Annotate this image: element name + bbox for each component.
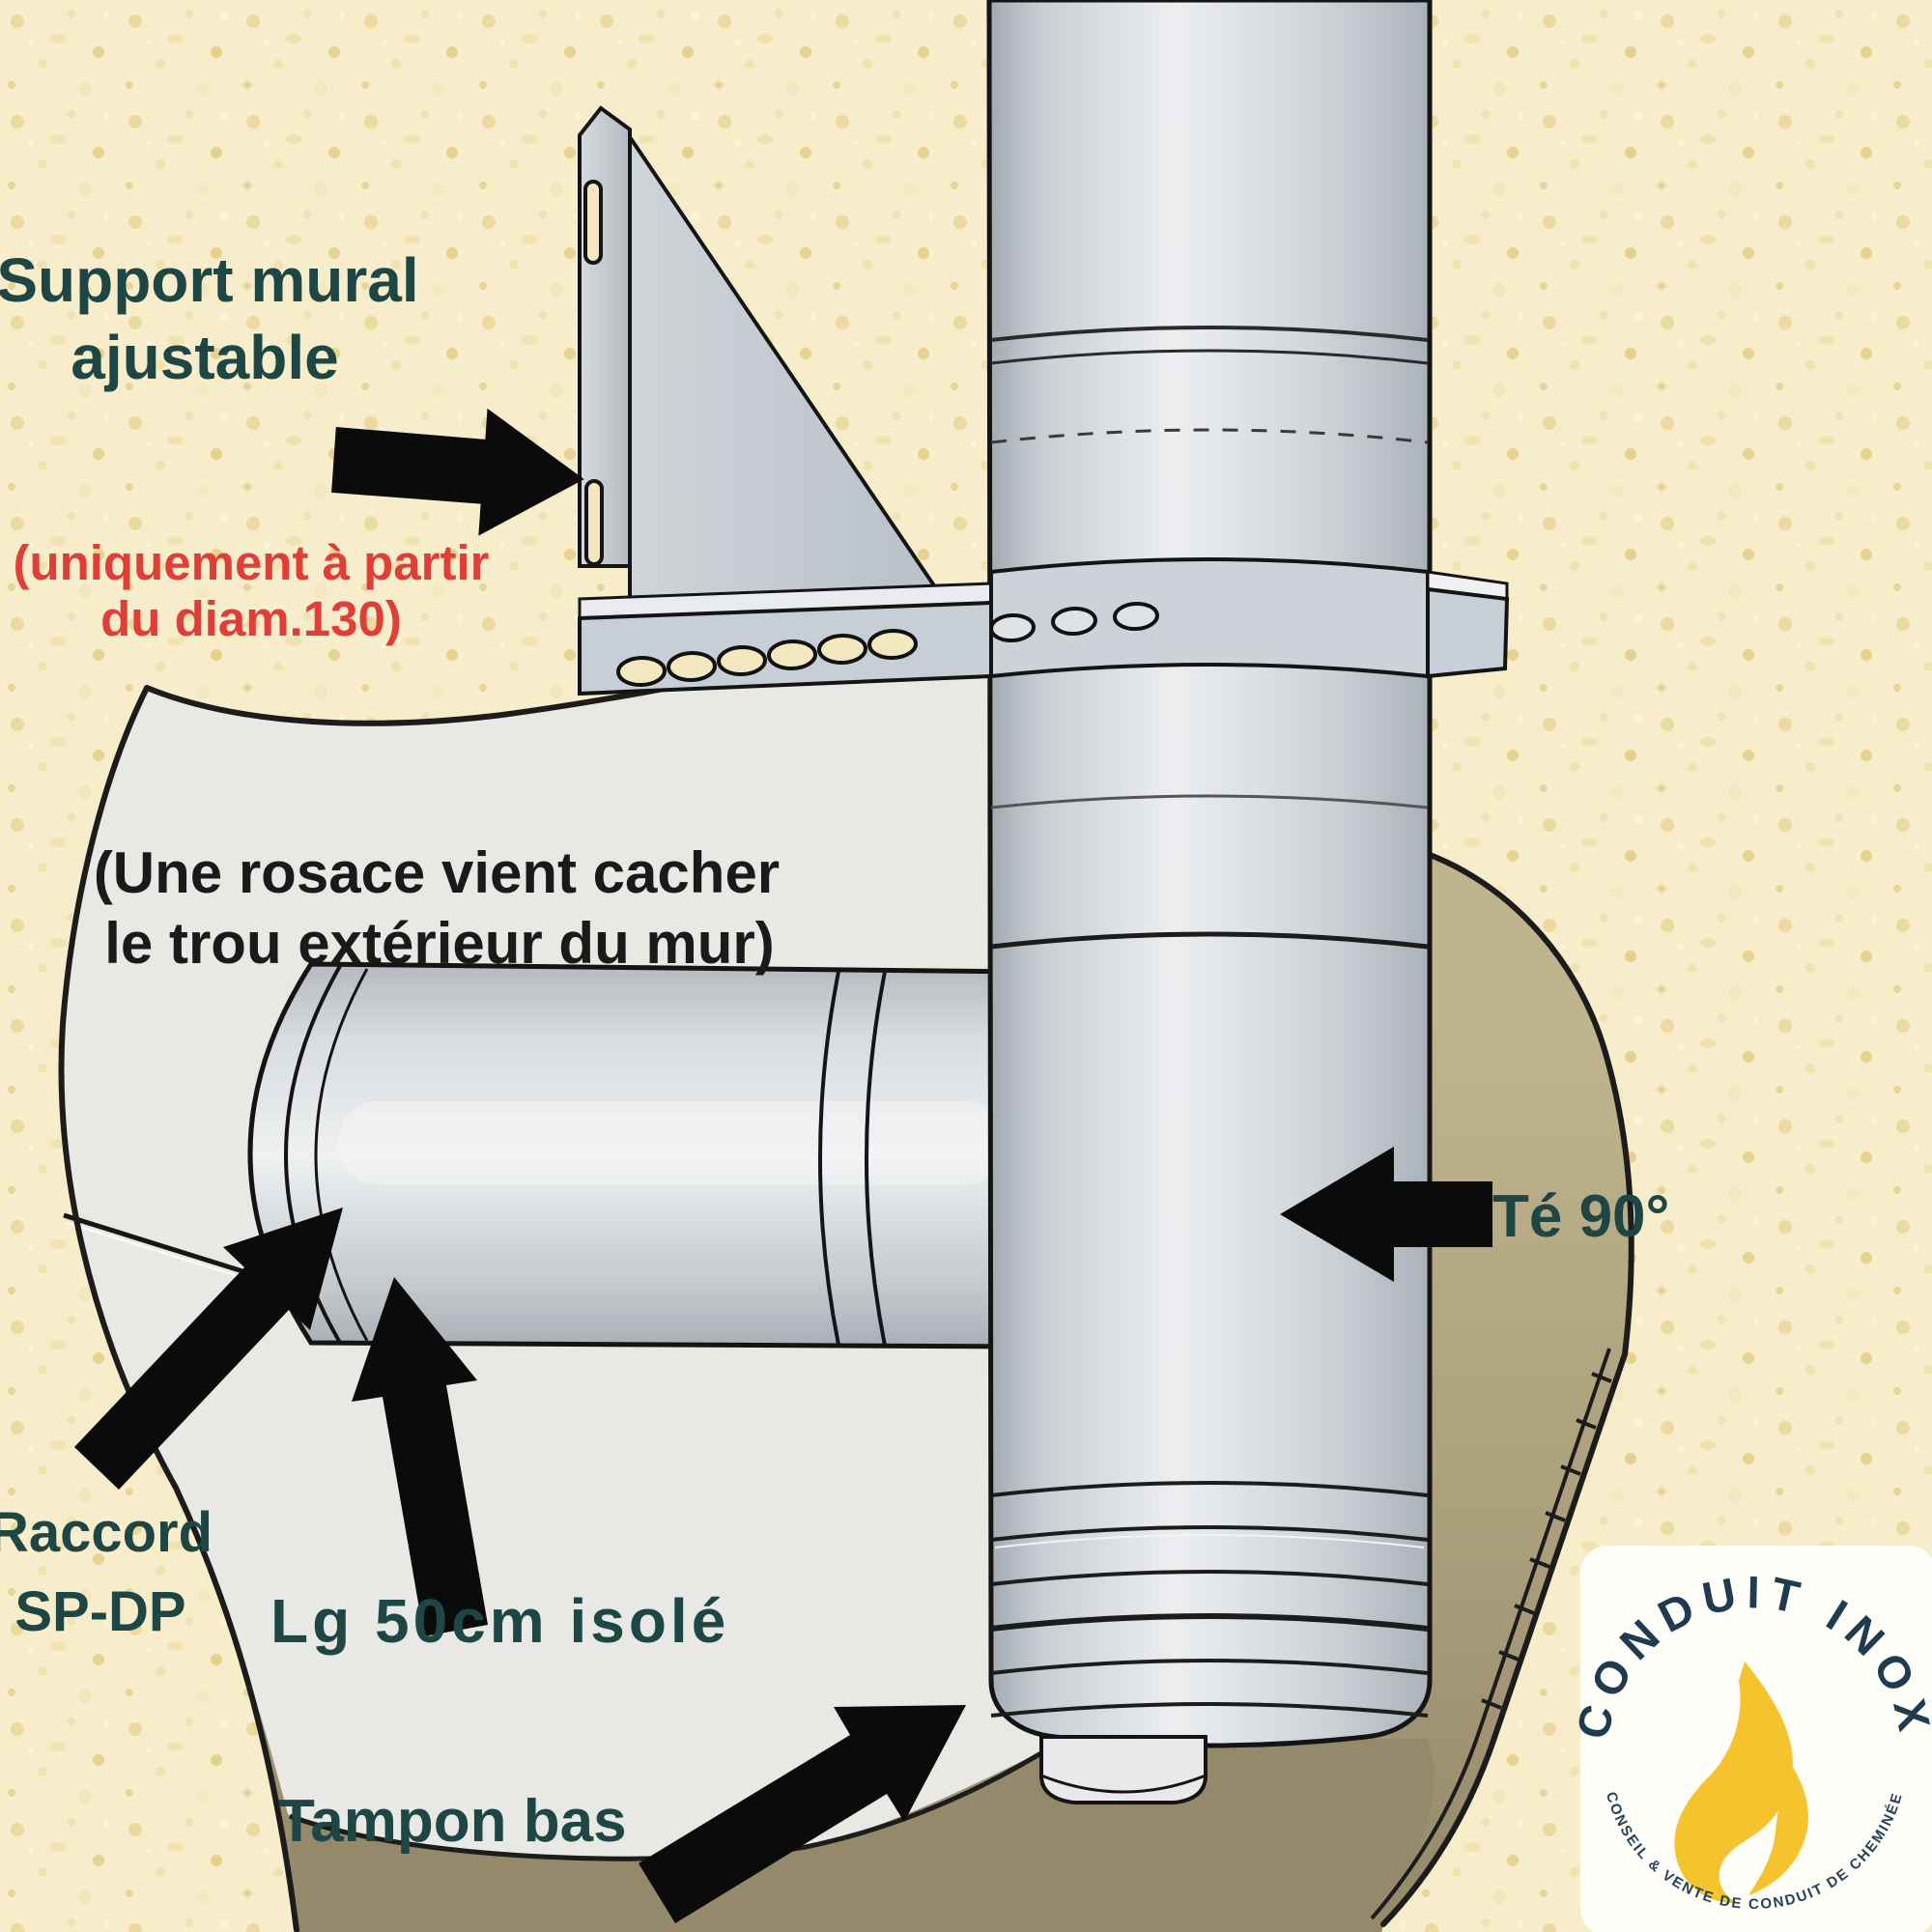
label-raccord-line1: Raccord (0, 1501, 213, 1564)
horizontal-insulated-pipe (247, 961, 1029, 1350)
flame-icon (1674, 1662, 1808, 1904)
wall-outline-right-lobe (1380, 851, 1634, 1927)
horizontal-pipe-ring-2 (865, 971, 887, 1347)
bottom-plug (1039, 1735, 1208, 1804)
label-note-line2: du diam.130) (100, 591, 402, 646)
pipe-bottom-rings (990, 1481, 1429, 1718)
horizontal-pipe-ring-1 (818, 971, 840, 1346)
arrow-te-90 (1280, 1147, 1492, 1282)
pipe-joint-mid (990, 794, 1429, 810)
pipe-ring-highlight (994, 1534, 1425, 1548)
bracket-arm-holes (616, 628, 918, 688)
pipe-joint-te-top (990, 931, 1429, 950)
horizontal-pipe-cap-ring-2 (314, 968, 369, 1342)
label-note-line1: (uniquement à partir (13, 535, 489, 590)
bracket-plate-slot-bottom (584, 479, 604, 566)
bracket-collar-holes (989, 601, 1159, 643)
bottom-plug-rim (1040, 1774, 1207, 1794)
wall-outline-left (58, 685, 299, 1932)
label-support-mural-line1: Support mural (0, 245, 419, 315)
arrow-tampon (639, 1705, 966, 1923)
label-rosace-line1: (Une rosace vient cacher (94, 840, 780, 905)
annotation-arrows (74, 408, 1492, 1923)
pipe-joint-upper-1 (990, 326, 1429, 342)
wall-bracket (578, 105, 1510, 696)
arrow-lg50 (352, 1277, 488, 1636)
bracket-plate-slot-top (583, 180, 603, 265)
pipe-joint-upper-2 (990, 349, 1429, 365)
label-te-90: Té 90° (1492, 1183, 1669, 1250)
wall-outline-hatch-inner (1370, 1348, 1611, 1920)
annotation-labels: Support mural ajustable (uniquement à pa… (0, 245, 1669, 1855)
label-tampon-bas: Tampon bas (278, 1788, 627, 1855)
vertical-pipe-body (986, 0, 1433, 1748)
horizontal-pipe-highlight (338, 1101, 1005, 1184)
vertical-flue-pipe (986, 0, 1433, 1804)
label-support-mural-line2: ajustable (71, 323, 338, 392)
label-lg50: Lg 50cm isolé (270, 1586, 729, 1656)
pipe-joint-dashed (990, 428, 1429, 444)
bracket-arm-end-front (1426, 586, 1510, 679)
arrow-support-mural (331, 408, 584, 536)
label-rosace-line2: le trou extérieur du mur) (104, 911, 774, 976)
wall-edge-hatching (1481, 1372, 1612, 1710)
brand-logo: CONDUIT INOX CONSEIL & VENTE DE CONDUIT … (1566, 1546, 1932, 1932)
arrow-raccord (74, 1208, 343, 1490)
label-raccord-line2: SP-DP (14, 1580, 185, 1643)
